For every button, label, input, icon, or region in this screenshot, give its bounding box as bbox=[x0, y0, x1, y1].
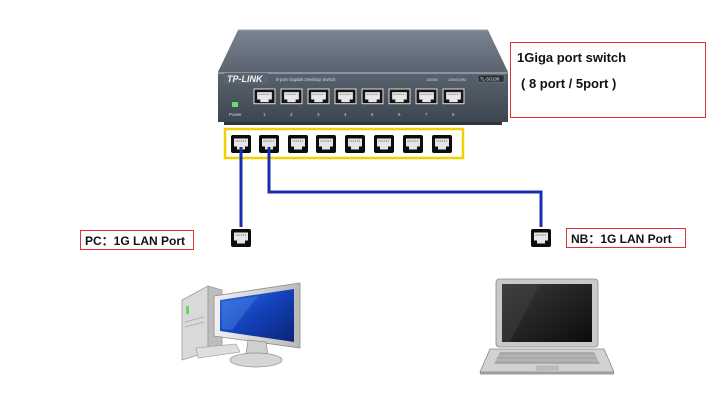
nb-lan-callout: NB：1G LAN Port bbox=[566, 228, 686, 248]
ethernet-cables bbox=[239, 147, 543, 227]
laptop-icon bbox=[479, 278, 615, 375]
switch-brand: TP-LINK bbox=[227, 74, 264, 84]
port-number: 1 bbox=[263, 112, 266, 117]
gigabit-switch: TP-LINK 8-port Gigabit Desktop Switch TL… bbox=[218, 29, 508, 125]
switch-model-badge: TL-SG108 bbox=[480, 77, 500, 82]
switch-top-face bbox=[218, 30, 508, 72]
rj45-port-icon bbox=[530, 228, 552, 248]
switch-model-strip: 8-port Gigabit Desktop Switch bbox=[276, 77, 336, 82]
desktop-pc-icon bbox=[181, 282, 301, 368]
rj45-port-icon bbox=[230, 228, 252, 248]
port-number: 7 bbox=[425, 112, 428, 117]
port-number: 6 bbox=[398, 112, 401, 117]
port-number: 8 bbox=[452, 112, 455, 117]
pc-lan-callout: PC：1G LAN Port bbox=[80, 230, 194, 250]
port-number: 4 bbox=[344, 112, 347, 117]
switch-speed-100: 10M/100M bbox=[448, 78, 466, 82]
switch-callout-title: 1Giga port switch bbox=[517, 50, 627, 65]
power-led bbox=[232, 102, 238, 107]
switch-speed-1000: 1000M bbox=[426, 78, 438, 82]
cable-to-nb bbox=[267, 147, 543, 227]
port-number: 2 bbox=[290, 112, 293, 117]
switch-callout: 1Giga port switch ( 8 port / 5port ) bbox=[510, 42, 706, 118]
port-highlight-box bbox=[223, 127, 465, 160]
port-number: 3 bbox=[317, 112, 320, 117]
port-number: 5 bbox=[371, 112, 374, 117]
switch-callout-ports: ( 8 port / 5port ) bbox=[521, 75, 617, 91]
power-label: Power bbox=[229, 112, 242, 117]
